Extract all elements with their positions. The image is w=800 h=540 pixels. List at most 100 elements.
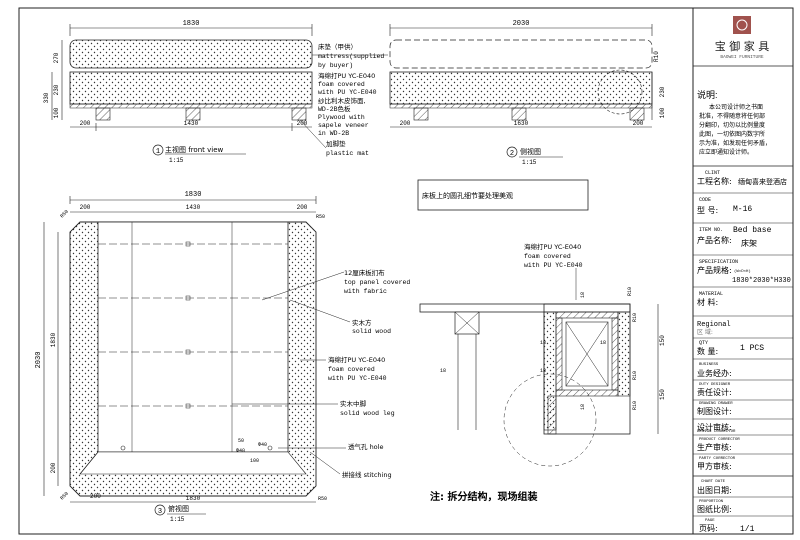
side-view-label: 侧视图 — [520, 147, 541, 156]
side-bed-base — [389, 71, 653, 105]
svg-text:批准，不得随意将任何部: 批准，不得随意将任何部 — [699, 112, 765, 120]
svg-text:型 号:: 型 号: — [697, 206, 718, 215]
svg-text:200: 200 — [297, 204, 308, 211]
svg-text:200: 200 — [633, 120, 644, 127]
svg-text:DUTY DESIGNER: DUTY DESIGNER — [699, 383, 731, 387]
svg-text:foam covered: foam covered — [318, 81, 365, 88]
svg-text:BAOWEI FURNITURE: BAOWEI FURNITURE — [720, 54, 764, 60]
svg-text:拼接线 stitching: 拼接线 stitching — [342, 470, 392, 479]
svg-text:sapele veneer: sapele veneer — [318, 122, 369, 129]
svg-text:海绵打PU YC-E040: 海绵打PU YC-E040 — [318, 71, 375, 80]
svg-text:with fabric: with fabric — [344, 288, 387, 295]
svg-text:图纸比例:: 图纸比例: — [697, 504, 732, 514]
svg-text:foam covered: foam covered — [328, 366, 375, 373]
svg-text:PRODUCT CORRECTOR: PRODUCT CORRECTOR — [699, 438, 740, 442]
svg-text:R10: R10 — [632, 371, 638, 380]
svg-text:3: 3 — [158, 508, 162, 516]
dim-1830: 1830 — [183, 20, 200, 28]
svg-text:2030: 2030 — [35, 352, 43, 369]
svg-text:产品名称:: 产品名称: — [697, 235, 732, 245]
svg-text:with PU YC-E040: with PU YC-E040 — [328, 375, 387, 382]
svg-text:说明:: 说明: — [697, 89, 718, 100]
svg-text:plastic mat: plastic mat — [326, 150, 369, 157]
svg-text:PARTY CORRECTOR: PARTY CORRECTOR — [699, 457, 736, 461]
svg-text:1430: 1430 — [186, 204, 201, 211]
svg-text:330: 330 — [43, 92, 50, 103]
svg-text:150: 150 — [659, 389, 666, 400]
svg-text:200: 200 — [80, 120, 91, 127]
front-view-label: 主视图 front view — [165, 145, 223, 154]
svg-text:透气孔 hole: 透气孔 hole — [348, 442, 383, 451]
svg-text:纱比利木皮饰面,: 纱比利木皮饰面, — [318, 96, 366, 105]
front-leg-left — [95, 107, 111, 121]
svg-text:18: 18 — [600, 340, 606, 346]
svg-text:CLINT: CLINT — [705, 170, 720, 176]
svg-text:by buyer): by buyer) — [318, 62, 353, 69]
svg-text:with PU YC-E040: with PU YC-E040 — [318, 89, 377, 96]
svg-text:ITEM NO.: ITEM NO. — [699, 227, 723, 233]
notes-block: 说明: 本公司设计师之书面 批准，不得随意将任何部 分翻印，切勿以比例量度 此图… — [697, 89, 771, 156]
svg-text:R10: R10 — [632, 313, 638, 322]
svg-text:BUSINESS: BUSINESS — [699, 363, 719, 367]
svg-text:生产审核:: 生产审核: — [697, 442, 732, 452]
svg-text:R10: R10 — [627, 287, 633, 296]
svg-text:区 域:: 区 域: — [697, 328, 713, 336]
title-block: 宝 御 家 具 BAOWEI FURNITURE 说明: 本公司设计师之书面 批… — [693, 16, 793, 534]
svg-text:200: 200 — [80, 204, 91, 211]
svg-text:出图日期:: 出图日期: — [697, 485, 732, 495]
svg-text:2030: 2030 — [513, 20, 530, 28]
svg-text:Φ40: Φ40 — [258, 442, 267, 448]
svg-text:MATERIAL: MATERIAL — [699, 291, 723, 297]
section-top-panel — [419, 303, 631, 313]
svg-text:Plywood with: Plywood with — [318, 114, 365, 121]
top-panel — [97, 221, 289, 453]
svg-text:1:15: 1:15 — [170, 516, 185, 523]
svg-text:200: 200 — [297, 120, 308, 127]
svg-text:加脚垫: 加脚垫 — [326, 139, 346, 148]
side-view: 2030 R10 230 100 200 1630 200 2 侧视图 1:15 — [389, 20, 666, 166]
top-view: 1830 200 1430 200 Φ40 Φ40 50 100 2030 18… — [35, 191, 327, 523]
svg-text:12厘床板扪布: 12厘床板扪布 — [344, 268, 385, 277]
svg-text:R50: R50 — [59, 491, 70, 502]
svg-text:solid wood: solid wood — [352, 328, 391, 335]
svg-text:top panel covered: top panel covered — [344, 279, 410, 286]
svg-text:200: 200 — [90, 493, 101, 500]
svg-text:SPECIFICATION: SPECIFICATION — [699, 259, 738, 265]
svg-text:solid wood leg: solid wood leg — [340, 410, 395, 417]
svg-text:甲方审核:: 甲方审核: — [697, 461, 732, 471]
svg-text:缅甸喜来登酒店: 缅甸喜来登酒店 — [738, 177, 787, 186]
sheet-border — [18, 7, 794, 535]
svg-text:页码:: 页码: — [699, 524, 718, 533]
svg-text:R50: R50 — [318, 496, 327, 502]
svg-text:1830*2030*H330: 1830*2030*H330 — [732, 277, 791, 285]
svg-text:数 量:: 数 量: — [697, 346, 718, 356]
svg-text:R10: R10 — [653, 51, 660, 62]
svg-text:DESIGN CORRECTOR: DESIGN CORRECTOR — [697, 430, 736, 434]
svg-text:2: 2 — [510, 150, 514, 158]
svg-text:1: 1 — [156, 148, 160, 156]
svg-text:(W×D×H): (W×D×H) — [734, 269, 751, 274]
front-view: 1830 270 330 230 100 200 1430 200 1 主视图 … — [43, 20, 313, 164]
svg-text:床架: 床架 — [741, 238, 757, 248]
svg-text:实木方: 实木方 — [352, 318, 372, 327]
svg-text:海绵打PU YC-E040: 海绵打PU YC-E040 — [524, 242, 581, 251]
top-callouts: 12厘床板扪布 top panel covered with fabric 实木… — [232, 268, 410, 479]
svg-text:工程名称:: 工程名称: — [697, 176, 732, 186]
svg-text:床板上的圆孔细节要处理美观: 床板上的圆孔细节要处理美观 — [422, 191, 513, 200]
svg-text:18: 18 — [440, 368, 446, 374]
svg-text:230: 230 — [53, 84, 60, 95]
svg-text:100: 100 — [53, 107, 60, 118]
front-callouts: 床垫（甲供） mattress(supplied by buyer) 海绵打PU… — [299, 42, 388, 157]
svg-text:示为准，如发现任何矛盾，: 示为准，如发现任何矛盾， — [699, 139, 771, 147]
svg-text:QTY: QTY — [699, 340, 708, 346]
svg-text:制图设计:: 制图设计: — [697, 406, 732, 416]
svg-text:业务经办:: 业务经办: — [697, 368, 732, 378]
svg-text:200: 200 — [400, 120, 411, 127]
svg-text:18: 18 — [580, 404, 586, 410]
front-leg-right — [291, 107, 307, 121]
svg-text:Regional: Regional — [697, 321, 731, 329]
svg-text:100: 100 — [659, 107, 666, 118]
svg-text:应立即通知设计师。: 应立即通知设计师。 — [699, 148, 753, 156]
svg-text:18: 18 — [540, 340, 546, 346]
